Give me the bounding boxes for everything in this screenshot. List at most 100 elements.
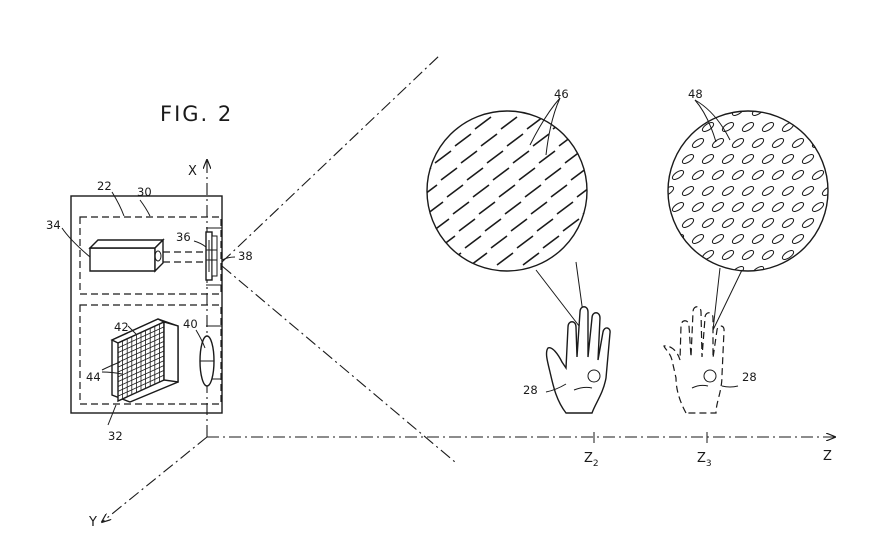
- pattern-dash: [641, 219, 657, 231]
- pattern-dash: [538, 150, 556, 164]
- pattern-dash: [504, 201, 522, 215]
- pattern-ellipse: [751, 234, 765, 244]
- grid-line-horizontal: [117, 355, 165, 378]
- pattern-dash: [492, 167, 510, 181]
- pattern-ellipse: [701, 218, 715, 228]
- pattern-ellipse: [701, 154, 715, 164]
- pattern-dash: [627, 253, 643, 265]
- pattern-ellipse: [801, 218, 815, 228]
- pattern-dash: [387, 236, 403, 248]
- pattern-dash: [474, 116, 492, 130]
- device-housing: [70, 195, 223, 414]
- pattern-dash: [542, 235, 560, 249]
- pattern-dash: [611, 134, 627, 146]
- line-pattern-circle: [339, 97, 657, 337]
- reference-numerals: 22 30 34 36 38 42 40 44 32 46 48 28 28: [46, 87, 757, 443]
- pattern-dash: [409, 151, 425, 163]
- pattern-dash: [345, 117, 361, 129]
- pattern-ellipse: [771, 111, 785, 116]
- pattern-dash: [603, 185, 619, 197]
- pattern-ellipse: [821, 122, 828, 132]
- pattern-dash: [518, 167, 536, 181]
- pattern-dash: [391, 100, 407, 112]
- pattern-ellipse: [721, 154, 735, 164]
- pattern-dash: [576, 184, 587, 198]
- pattern-ellipse: [801, 154, 815, 164]
- pattern-ellipse: [641, 185, 655, 197]
- pattern-dash: [574, 252, 587, 266]
- pattern-ellipse: [681, 122, 695, 132]
- cone-lower-line: [221, 265, 456, 463]
- pattern-dash: [452, 201, 470, 215]
- pattern-dash: [621, 236, 637, 248]
- pattern-ellipse: [731, 111, 745, 116]
- ref-34: 34: [46, 218, 61, 232]
- pattern-dash: [500, 116, 518, 130]
- pattern-dash: [607, 270, 623, 282]
- grid-line-horizontal: [117, 369, 165, 392]
- pattern-ellipse: [841, 121, 855, 133]
- pattern-ellipse: [751, 266, 765, 271]
- pattern-ellipse: [761, 122, 775, 132]
- pattern-ellipse: [811, 202, 825, 212]
- hand-at-z2: [545, 306, 611, 414]
- lower-compartment: [79, 304, 222, 405]
- upper-compartment: [79, 216, 222, 295]
- pattern-ellipse: [801, 122, 815, 132]
- figure-title: FIG. 2: [160, 102, 233, 126]
- pattern-ellipse: [851, 105, 865, 117]
- pattern-ellipse: [641, 121, 655, 133]
- grid-line-horizontal: [117, 340, 165, 363]
- pattern-ellipse: [831, 105, 845, 117]
- pattern-dash: [512, 150, 530, 164]
- pattern-dash: [522, 252, 540, 266]
- pattern-dash: [427, 116, 440, 130]
- pattern-ellipse: [651, 137, 665, 149]
- pattern-ellipse: [721, 218, 735, 228]
- pattern-dash: [615, 219, 631, 231]
- pattern-ellipse: [831, 265, 845, 277]
- pattern-dash: [578, 116, 587, 130]
- pattern-dash: [468, 111, 486, 113]
- pattern-dash: [339, 100, 355, 112]
- pattern-ellipse: [671, 202, 685, 212]
- pattern-ellipse: [751, 202, 765, 212]
- optical-element: [205, 231, 218, 281]
- ref-36: 36: [176, 230, 191, 244]
- pattern-ellipse: [681, 218, 695, 228]
- y-axis-label: Y: [88, 515, 97, 530]
- pattern-ellipse: [721, 250, 735, 260]
- pattern-dash: [494, 111, 512, 113]
- grid-line-horizontal: [117, 345, 165, 368]
- pattern-dash: [427, 269, 442, 271]
- y-axis-line: [102, 436, 208, 522]
- pattern-dash: [591, 151, 607, 163]
- z-axis-label: Z: [823, 449, 832, 464]
- pattern-dash: [580, 269, 587, 271]
- grid-line-horizontal: [117, 350, 165, 373]
- projection-cone: [221, 54, 456, 463]
- pattern-dash: [562, 218, 580, 232]
- pattern-dash: [442, 111, 460, 113]
- ref-42: 42: [114, 320, 129, 334]
- grid-line-horizontal: [117, 326, 165, 349]
- pattern-dash: [440, 167, 458, 181]
- pattern-ellipse: [731, 234, 745, 244]
- pattern-ellipse: [731, 266, 745, 271]
- pattern-ellipse: [831, 233, 845, 245]
- z2-label: Z2: [584, 451, 599, 469]
- pattern-dash: [584, 133, 587, 147]
- pattern-ellipse: [751, 111, 765, 116]
- pattern-ellipse: [801, 250, 815, 260]
- pattern-ellipse: [771, 202, 785, 212]
- pattern-ellipse: [851, 265, 865, 277]
- pattern-ellipse: [651, 169, 665, 181]
- pattern-dash: [597, 168, 613, 180]
- pattern-ellipse: [811, 111, 825, 116]
- pattern-dash: [389, 168, 405, 180]
- pattern-dash: [472, 184, 490, 198]
- pattern-ellipse: [841, 153, 855, 165]
- pattern-ellipse: [651, 265, 665, 277]
- pattern-dash: [484, 218, 502, 232]
